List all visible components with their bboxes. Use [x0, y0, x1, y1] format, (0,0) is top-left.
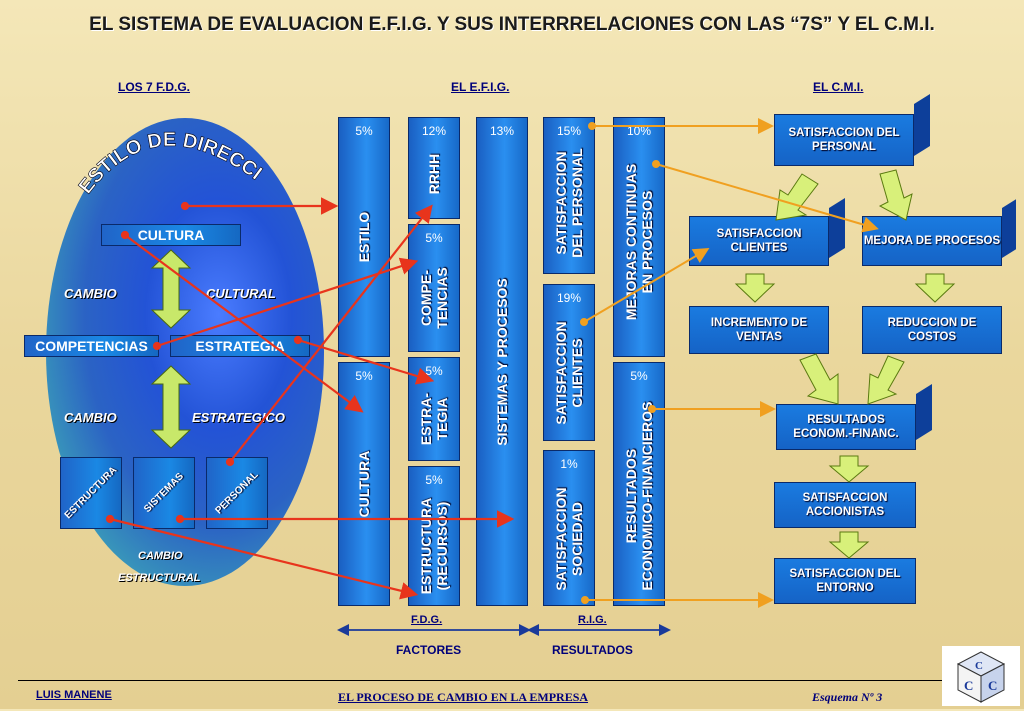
- cmi-mejora: MEJORA DE PROCESOS: [862, 216, 1002, 266]
- estrategia-box: ESTRATEGIA: [170, 335, 310, 357]
- footer-divider: [18, 680, 1018, 681]
- svg-text:C: C: [988, 678, 997, 693]
- svg-text:C: C: [975, 660, 983, 672]
- col-estilo: 5% ESTILO: [338, 117, 390, 357]
- double-arrow-1: [150, 249, 192, 329]
- footer-right: Esquema Nº 3: [812, 690, 883, 704]
- label-fdg: F.D.G.: [411, 614, 443, 626]
- cube-logo-icon: C C C: [956, 651, 1006, 703]
- cmi-incremento: INCREMENTO DE VENTAS: [689, 306, 829, 354]
- cmi-resultados: RESULTADOS ECONOM.-FINANC.: [776, 404, 916, 450]
- competencias-box: COMPETENCIAS: [24, 335, 159, 357]
- double-arrow-2: [150, 365, 192, 449]
- oval-title-svg: ESTILO DE DIRECCION: [60, 110, 266, 198]
- cambio-cultural-1: CAMBIO: [64, 286, 117, 301]
- header-efig: EL E.F.I.G.: [451, 80, 510, 94]
- label-rig: R.I.G.: [578, 614, 607, 626]
- cmi-accionistas: SATISFACCION ACCIONISTAS: [774, 482, 916, 528]
- personal-box: PERSONAL: [206, 457, 268, 529]
- header-fdg: LOS 7 F.D.G.: [118, 80, 191, 94]
- page-title: EL SISTEMA DE EVALUACION E.F.I.G. Y SUS …: [89, 14, 935, 35]
- footer-author: LUIS MANENE: [36, 689, 112, 701]
- cambio-estructural-1: CAMBIO: [138, 550, 183, 562]
- label-resultados: RESULTADOS: [552, 643, 633, 657]
- footer-center: EL PROCESO DE CAMBIO EN LA EMPRESA: [338, 690, 589, 704]
- cultura-box: CULTURA: [101, 224, 241, 246]
- cambio-estrategico-1: CAMBIO: [64, 410, 117, 425]
- cmi-sat-personal: SATISFACCION DEL PERSONAL: [774, 114, 914, 166]
- label-factores: FACTORES: [396, 643, 462, 657]
- cmi-reduccion: REDUCCION DE COSTOS: [862, 306, 1002, 354]
- svg-text:C: C: [964, 678, 973, 693]
- sistemas-box: SISTEMAS: [133, 457, 195, 529]
- cmi-sat-clientes: SATISFACCION CLIENTES: [689, 216, 829, 266]
- col-rrhh: 12% RRHH: [408, 117, 460, 219]
- header-cmi: EL C.M.I.: [813, 80, 864, 94]
- cmi-entorno: SATISFACCION DEL ENTORNO: [774, 558, 916, 604]
- col-competencias: 5% COMPE-TENCIAS: [408, 224, 460, 352]
- logo-panel: C C C: [942, 646, 1020, 706]
- cambio-estructural-2: ESTRUCTURAL: [118, 572, 201, 584]
- cmi-flow-arrows: [734, 169, 956, 559]
- cambio-cultural-2: CULTURAL: [206, 286, 276, 301]
